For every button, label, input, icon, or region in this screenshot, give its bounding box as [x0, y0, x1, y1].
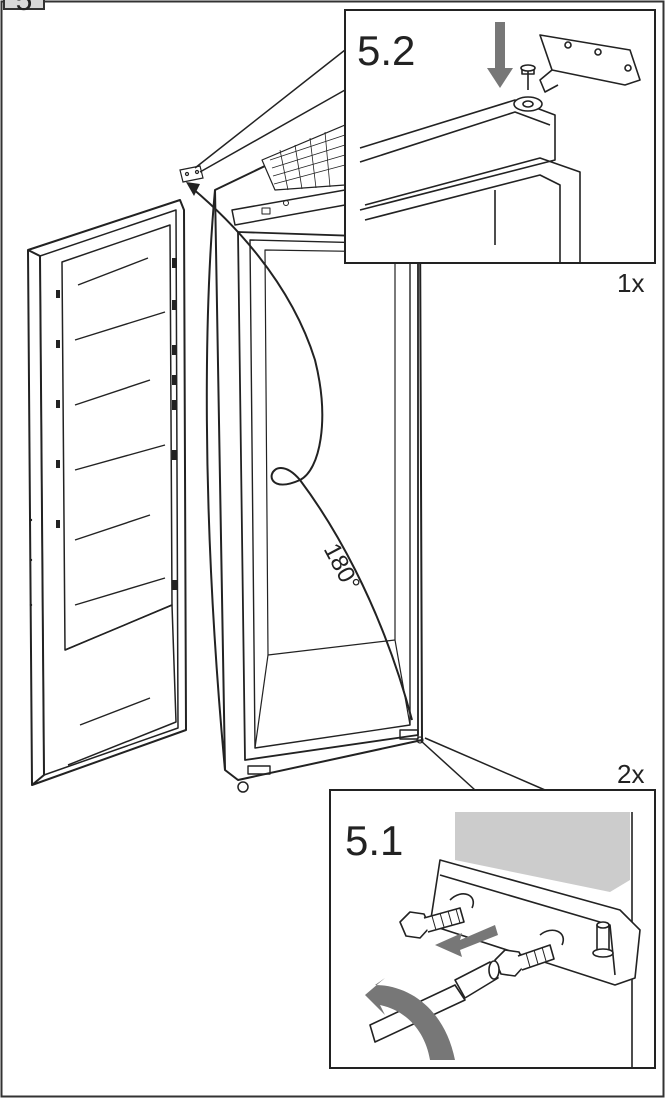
down-arrow	[487, 22, 513, 88]
curved-arrow	[365, 978, 455, 1060]
top-hinge-small	[179, 165, 204, 183]
callout-line-bottom-2	[424, 737, 546, 791]
door-clips	[29, 258, 177, 607]
detail-bottom-quantity: 2x	[617, 759, 645, 789]
detail-top-quantity: 1x	[617, 268, 645, 298]
callout-line-bottom-1	[419, 739, 476, 791]
left-arrow	[435, 925, 498, 957]
step-number: 5	[3, 0, 45, 16]
callout-line-top-1	[194, 49, 346, 169]
detail-bottom-drawing	[369, 812, 641, 1068]
detail-top-label: 5.2	[357, 27, 416, 74]
callout-line-top-2	[199, 89, 346, 173]
door-shelves	[74, 257, 166, 726]
rotation-arrowhead	[186, 182, 200, 196]
rotation-path	[191, 187, 413, 721]
removed-door	[27, 199, 187, 786]
detail-bottom-label: 5.1	[345, 817, 404, 864]
top-grille	[269, 131, 346, 191]
fridge-cabinet	[205, 124, 424, 793]
detail-top-drawing	[359, 34, 641, 262]
